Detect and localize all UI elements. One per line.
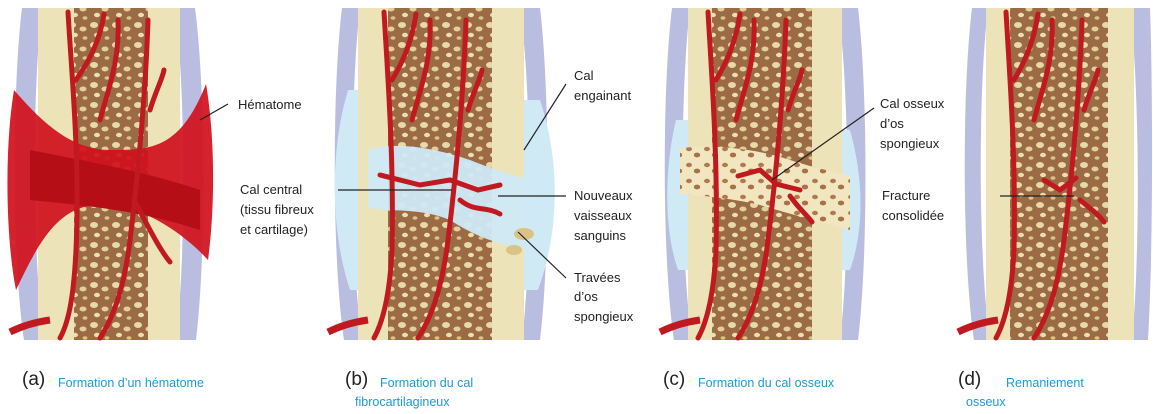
svg-text:Fracture: Fracture [882, 188, 930, 203]
panel-c-title: Formation du cal osseux [698, 376, 834, 390]
panel-b-letter: (b) [345, 369, 368, 391]
panel-b-title: Formation du cal [380, 376, 473, 390]
svg-text:spongieux: spongieux [880, 136, 940, 151]
svg-text:spongieux: spongieux [574, 309, 634, 324]
panel-d-title: Remaniement [1006, 376, 1084, 390]
svg-text:engainant: engainant [574, 88, 631, 103]
svg-text:(tissu fibreux: (tissu fibreux [240, 202, 314, 217]
label-cal-osseux: Cal osseux d’os spongieux [880, 96, 945, 151]
panel-b-illustration [328, 8, 555, 340]
panel-d-title-line2: osseux [966, 395, 1006, 409]
svg-text:consolidée: consolidée [882, 208, 944, 223]
panel-a-illustration [7, 8, 213, 340]
label-cal-engainant: Cal engainant [574, 68, 631, 103]
svg-text:Cal central: Cal central [240, 182, 302, 197]
svg-text:Nouveaux: Nouveaux [574, 188, 633, 203]
label-fracture: Fracture consolidée [882, 188, 944, 223]
svg-text:vaisseaux: vaisseaux [574, 208, 632, 223]
svg-text:d’os: d’os [880, 116, 904, 131]
panel-c-letter: (c) [663, 369, 685, 391]
svg-text:Cal osseux: Cal osseux [880, 96, 945, 111]
panel-a-title: Formation d’un hématome [58, 376, 204, 390]
svg-text:d’os: d’os [574, 289, 598, 304]
svg-text:Cal: Cal [574, 68, 594, 83]
panel-c-illustration [660, 8, 866, 340]
panel-d-letter: (d) [958, 369, 981, 391]
label-cal-central: Cal central (tissu fibreux et cartilage) [240, 182, 314, 237]
svg-text:sanguins: sanguins [574, 228, 627, 243]
svg-text:Travées: Travées [574, 270, 621, 285]
svg-text:et cartilage): et cartilage) [240, 222, 308, 237]
label-hematome: Hématome [238, 97, 302, 112]
panel-a-letter: (a) [22, 369, 45, 391]
panel-b-title-line2: fibrocartilagineux [355, 395, 450, 409]
panel-d-illustration [958, 8, 1152, 340]
label-nouveaux-vaisseaux: Nouveaux vaisseaux sanguins [574, 188, 633, 243]
leader-lines [200, 84, 1074, 278]
label-travees: Travées d’os spongieux [574, 270, 634, 324]
